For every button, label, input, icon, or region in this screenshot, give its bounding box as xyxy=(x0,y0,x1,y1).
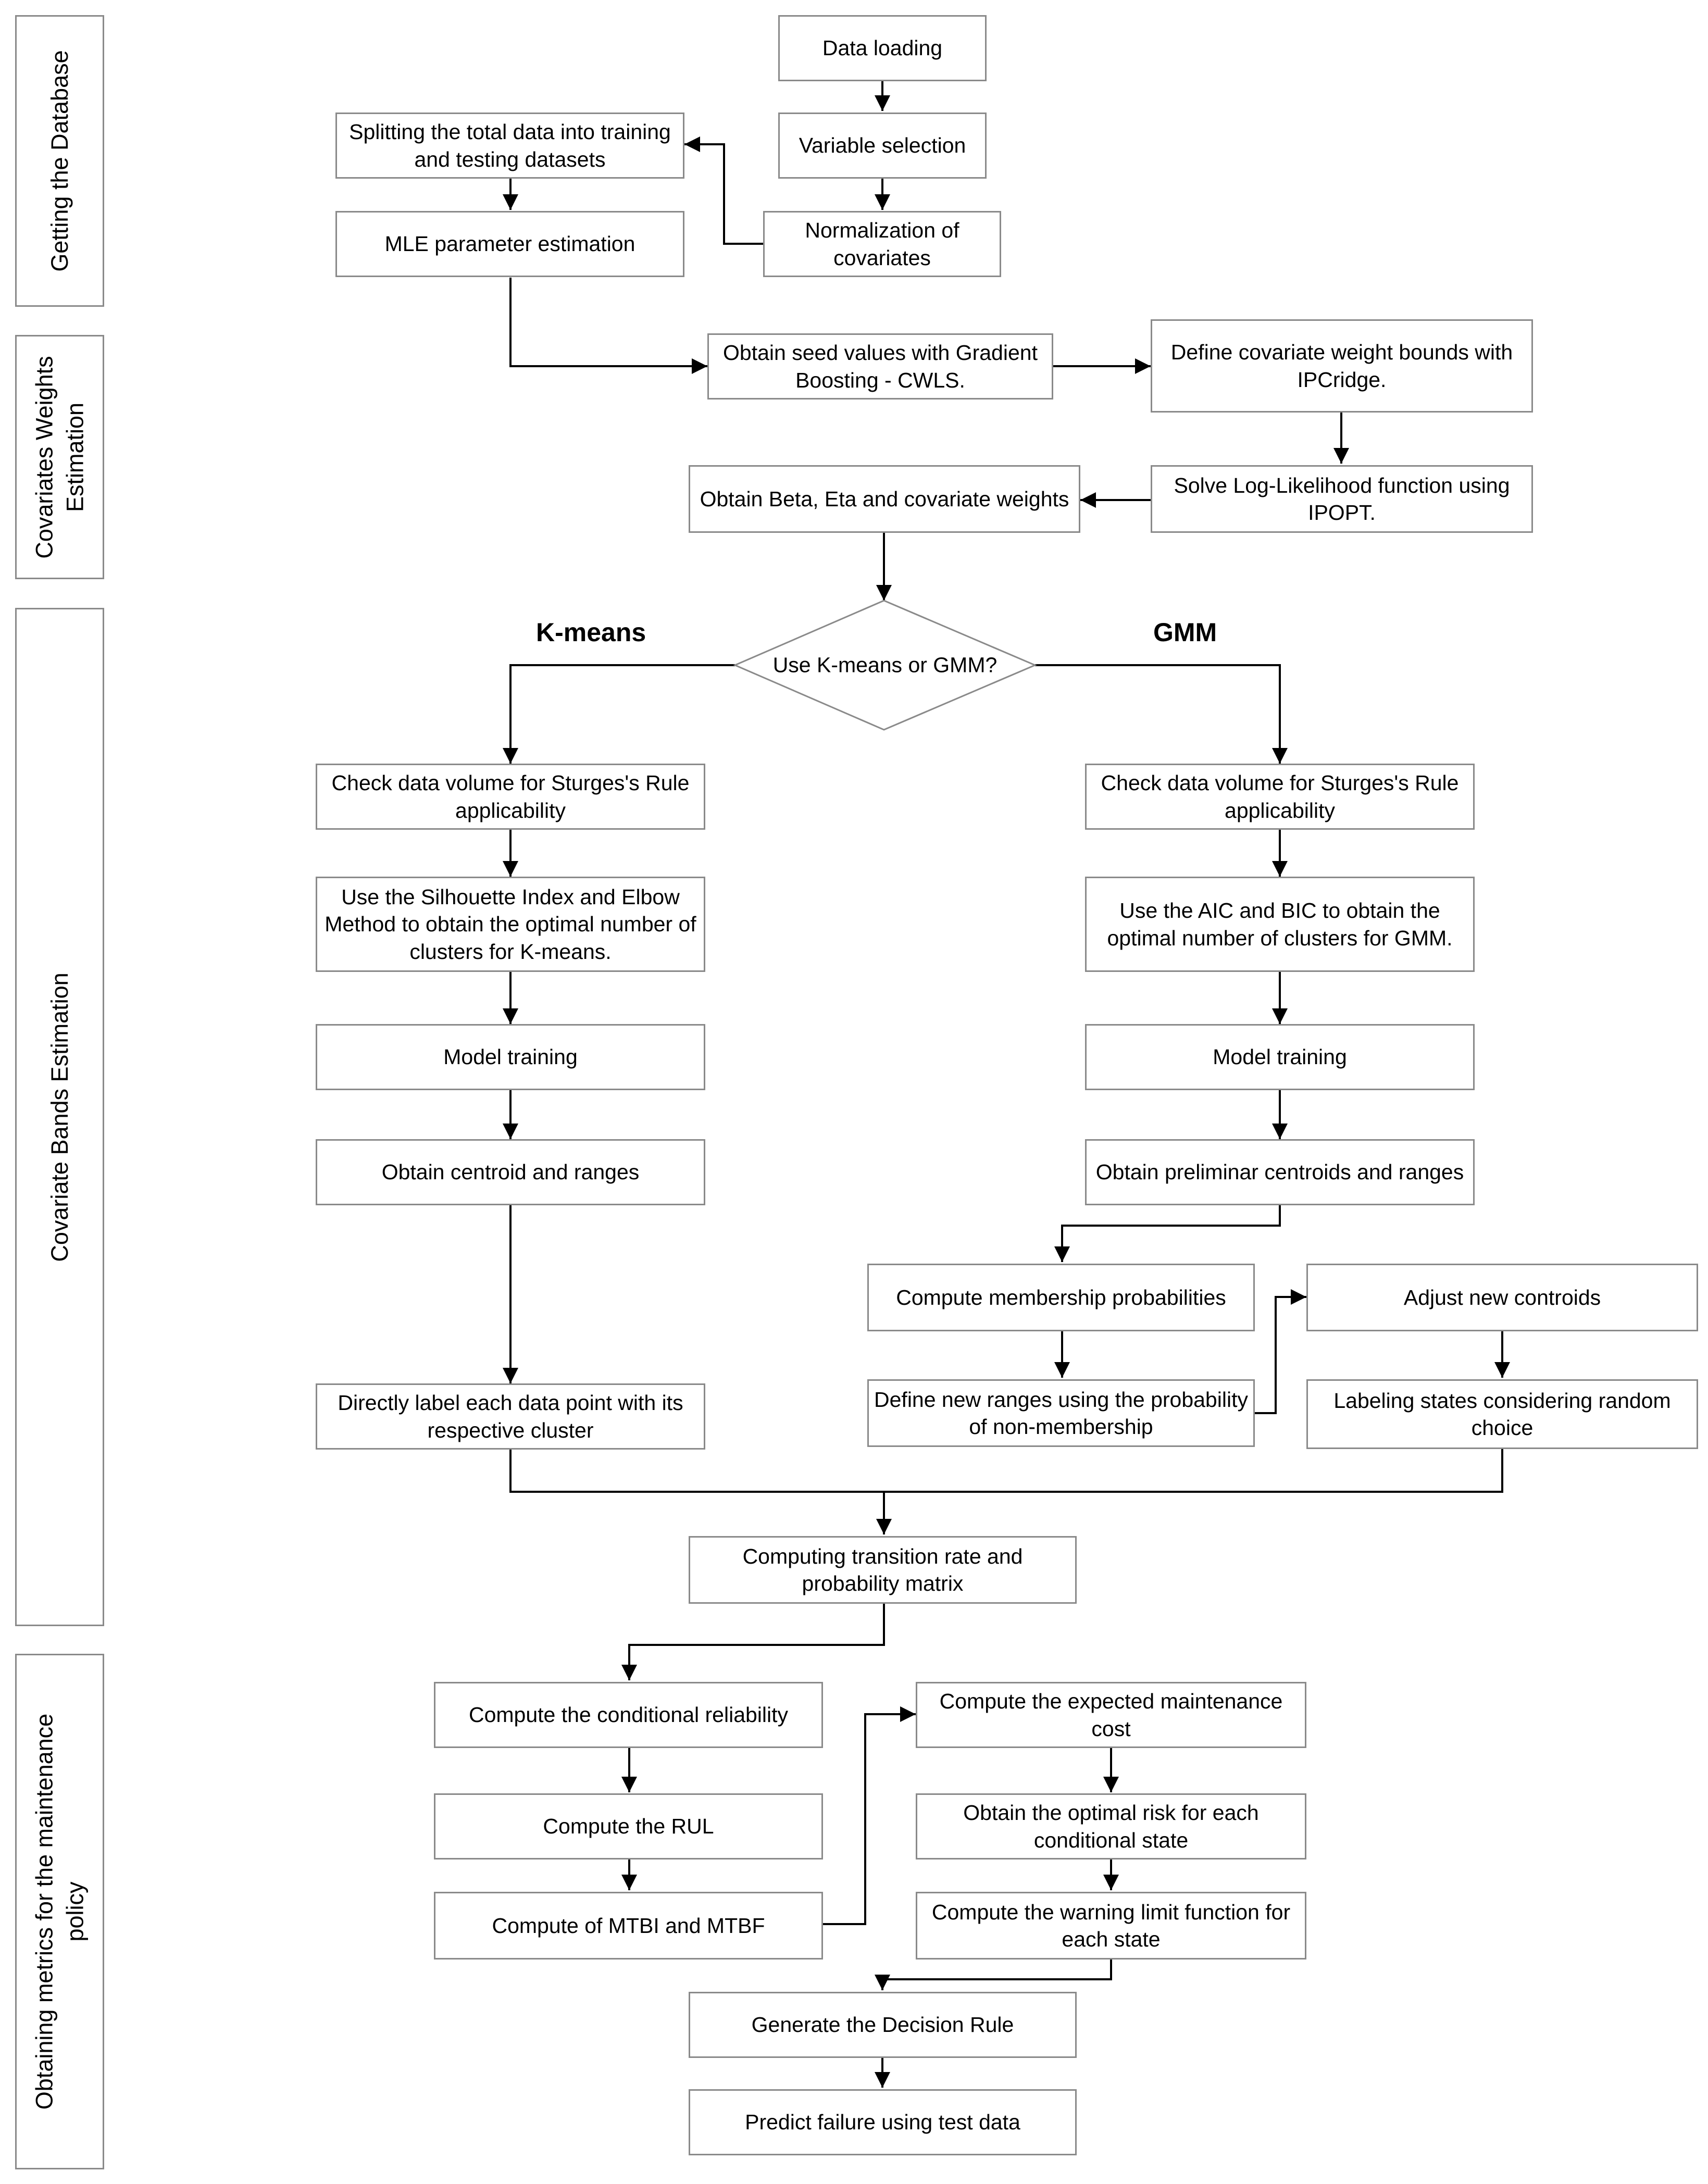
node-km-sturges: Check data volume for Sturges's Rule app… xyxy=(316,764,705,830)
decision-label: Use K-means or GMM? xyxy=(772,653,998,677)
node-expected-cost: Compute the expected maintenance cost xyxy=(916,1682,1306,1748)
node-new-ranges: Define new ranges using the probability … xyxy=(867,1379,1255,1447)
branch-label-kmeans: K-means xyxy=(536,618,646,647)
arrow-new-ranges-to-adjust xyxy=(1255,1289,1306,1414)
node-weight-bounds: Define covariate weight bounds with IPCr… xyxy=(1151,319,1533,413)
arrow-decision-to-gmm xyxy=(1035,664,1288,764)
node-km-training: Model training xyxy=(316,1024,705,1090)
node-variable-selection: Variable selection xyxy=(778,113,987,179)
node-splitting: Splitting the total data into training a… xyxy=(335,113,684,179)
node-gmm-centroids: Obtain preliminar centroids and ranges xyxy=(1085,1139,1475,1205)
node-rul: Compute the RUL xyxy=(434,1793,823,1859)
node-gmm-training: Model training xyxy=(1085,1024,1475,1090)
node-labeling-states: Labeling states considering random choic… xyxy=(1306,1379,1698,1449)
arrow-mtbi-to-expected-cost xyxy=(823,1706,916,1925)
node-km-silhouette: Use the Silhouette Index and Elbow Metho… xyxy=(316,877,705,972)
lane-maintenance-metrics: Obtaining metrics for the maintenance po… xyxy=(15,1654,104,2169)
node-normalization: Normalization of covariates xyxy=(763,211,1001,277)
lane-covariates-weights: Covariates Weights Estimation xyxy=(15,335,104,579)
arrow-decision-to-kmeans xyxy=(503,664,735,764)
node-predict-failure: Predict failure using test data xyxy=(689,2089,1077,2155)
arrow-transition-to-reliability xyxy=(621,1604,885,1680)
node-transition: Computing transition rate and probabilit… xyxy=(689,1536,1077,1604)
node-solve-loglik: Solve Log-Likelihood function using IPOP… xyxy=(1151,465,1533,533)
node-warning-limit: Compute the warning limit function for e… xyxy=(916,1892,1306,1960)
node-optimal-risk: Obtain the optimal risk for each conditi… xyxy=(916,1793,1306,1859)
node-adjust-centroids: Adjust new controids xyxy=(1306,1264,1698,1331)
lane-getting-database: Getting the Database xyxy=(15,15,104,307)
node-membership: Compute membership probabilities xyxy=(867,1264,1255,1331)
decision-diamond xyxy=(733,600,1037,731)
arrow-mle-to-seed xyxy=(509,278,707,374)
node-km-centroid: Obtain centroid and ranges xyxy=(316,1139,705,1205)
node-cond-reliability: Compute the conditional reliability xyxy=(434,1682,823,1748)
node-km-label: Directly label each data point with its … xyxy=(316,1383,705,1450)
arrow-warning-to-decision-rule xyxy=(875,1959,1112,1990)
node-decision-rule: Generate the Decision Rule xyxy=(689,1992,1077,2058)
node-mtbi-mtbf: Compute of MTBI and MTBF xyxy=(434,1892,823,1960)
line-km-label-merge xyxy=(509,1449,1503,1493)
node-beta-eta: Obtain Beta, Eta and covariate weights xyxy=(689,465,1080,533)
node-gmm-aic-bic: Use the AIC and BIC to obtain the optima… xyxy=(1085,877,1475,972)
node-data-loading: Data loading xyxy=(778,15,987,81)
node-seed-values: Obtain seed values with Gradient Boostin… xyxy=(707,333,1053,400)
lane-covariate-bands: Covariate Bands Estimation xyxy=(15,608,104,1626)
arrow-normalization-to-splitting xyxy=(684,136,763,245)
branch-label-gmm: GMM xyxy=(1153,618,1217,647)
node-gmm-sturges: Check data volume for Sturges's Rule app… xyxy=(1085,764,1475,830)
node-mle: MLE parameter estimation xyxy=(335,211,684,277)
arrow-gmm-centroids-to-membership xyxy=(1054,1205,1281,1262)
